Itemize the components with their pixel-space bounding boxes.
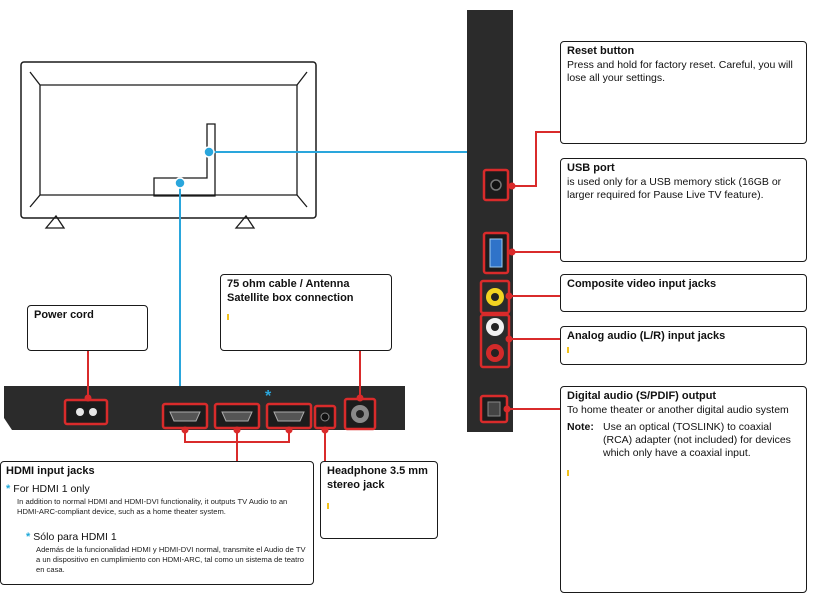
hdmi-input-callout: HDMI input jacks *For HDMI 1 only In add… (0, 461, 314, 585)
callout-title: Reset button (567, 45, 635, 57)
callout-title: Analog audio (L/R) input jacks (567, 330, 726, 342)
analog-audio-callout: Analog audio (L/R) input jacks (560, 326, 807, 365)
note-label: Note: (567, 420, 594, 433)
callout-title: HDMI input jacks (6, 465, 95, 477)
callout-title: USB port (567, 162, 615, 174)
connector-dot (203, 146, 215, 158)
callout-lines (87, 131, 560, 462)
callout-title: Composite video input jacks (567, 278, 717, 290)
connector-dot (174, 177, 186, 189)
yellow-mark (227, 313, 229, 320)
antenna-callout: 75 ohm cable / Antenna Satellite box con… (220, 274, 392, 351)
hdmi-english-text: In addition to normal HDMI and HDMI-DVI … (17, 496, 288, 516)
hdmi-spanish-heading: *Sólo para HDMI 1 (26, 531, 308, 545)
digital-audio-callout: Digital audio (S/PDIF) output To home th… (560, 386, 807, 593)
callout-title: 75 ohm cable / Antenna Satellite box con… (227, 278, 354, 304)
callout-title: Power cord (34, 309, 94, 321)
yellow-mark (567, 346, 569, 353)
hdmi-spanish-text: Además de la funcionalidad HDMI y HDMI-D… (36, 544, 306, 575)
asterisk-icon: * (26, 531, 31, 543)
callout-title: Digital audio (S/PDIF) output (567, 390, 717, 402)
heading-text: For HDMI 1 only (13, 482, 90, 495)
headphone-callout: Headphone 3.5 mm stereo jack (320, 461, 438, 539)
side-panel (467, 10, 513, 432)
usb-port-callout: USB port is used only for a USB memory s… (560, 158, 807, 262)
callout-dots (84, 182, 516, 434)
note-text: Use an optical (TOSLINK) to coaxial (RCA… (603, 420, 791, 460)
callout-title: Headphone 3.5 mm stereo jack (327, 465, 428, 491)
hdmi-arc-asterisk: * (265, 388, 272, 405)
hdmi-english-heading: *For HDMI 1 only (6, 483, 308, 497)
power-cord-callout: Power cord (27, 305, 148, 351)
tv-rear-illustration (20, 61, 317, 229)
callout-description: Press and hold for factory reset. Carefu… (567, 58, 793, 84)
yellow-mark (567, 470, 569, 477)
asterisk-icon: * (6, 482, 11, 495)
note-block: Note: Use an optical (TOSLINK) to coaxia… (567, 421, 800, 460)
composite-video-callout: Composite video input jacks (560, 274, 807, 312)
callout-description: To home theater or another digital audio… (567, 403, 789, 416)
leader-lines (179, 151, 467, 386)
side-ports (479, 168, 511, 424)
yellow-mark (327, 502, 329, 509)
heading-text: Sólo para HDMI 1 (33, 531, 117, 543)
callout-description: is used only for a USB memory stick (16G… (567, 175, 782, 201)
reset-button-callout: Reset button Press and hold for factory … (560, 41, 807, 144)
